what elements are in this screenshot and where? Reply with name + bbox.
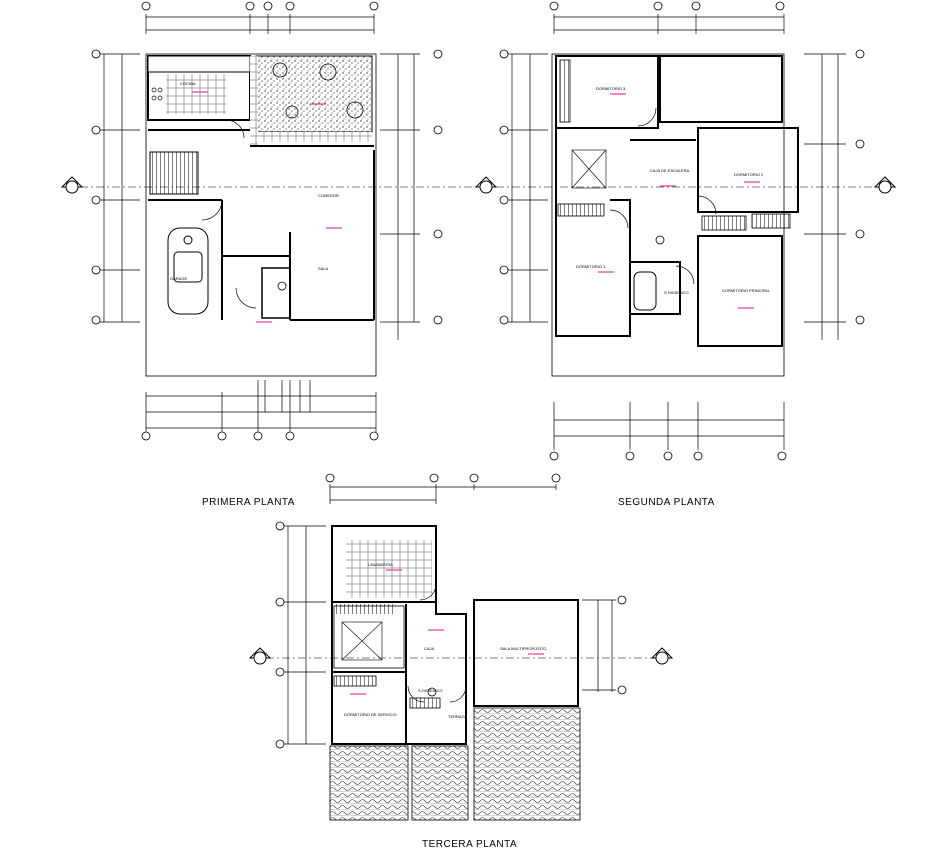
second-floor-walls <box>555 55 799 347</box>
terrace-closet <box>409 697 441 709</box>
section-markers-third <box>248 647 674 665</box>
first-floor-grid-markers-right <box>433 49 443 325</box>
third-floor-walls <box>331 525 579 745</box>
roof-tile-area-left <box>329 745 409 821</box>
stove-icon <box>151 87 163 101</box>
toilet-icon-3 <box>427 687 437 697</box>
kitchen-floor-tiles <box>166 74 226 114</box>
closet-bedroom-2 <box>751 213 791 229</box>
laundry-floor-tiles <box>346 540 432 598</box>
third-floor-grid-markers-left <box>275 521 285 749</box>
car-icon <box>167 227 209 315</box>
bathtub-icon <box>633 271 657 311</box>
second-floor-grid-markers-top <box>549 1 785 11</box>
second-floor-grid-markers-right <box>855 49 865 325</box>
label-bath-3: S.HIGIENICO <box>418 688 443 693</box>
label-bedroom-3: DORMITORIO 3 <box>596 86 626 91</box>
garden-tile-border <box>250 56 258 146</box>
label-bedroom-1: DORMITORIO 1 <box>576 264 606 269</box>
label-service-room: DORMITORIO DE SERVICIO <box>344 712 397 717</box>
level-marks-first <box>192 91 342 323</box>
first-floor-grid-markers-left <box>91 49 101 325</box>
label-bathroom-2: S.HIGIENICO <box>664 290 689 295</box>
first-floor-staircase <box>149 151 199 195</box>
third-floor-staircase <box>333 605 405 669</box>
roof-tile-area-right <box>473 707 581 821</box>
third-floor-right-dimensions <box>582 599 616 692</box>
third-floor-top-dimensions <box>329 484 557 504</box>
title-second-floor: SEGUNDA PLANTA <box>618 497 715 508</box>
first-floor-left-dimensions <box>100 53 140 323</box>
second-floor-right-dimensions <box>804 53 846 340</box>
second-floor-left-dimensions <box>508 53 548 323</box>
garden-area <box>255 55 373 133</box>
label-dining: COMEDOR <box>318 193 339 198</box>
title-third-floor: TERCERA PLANTA <box>422 839 518 850</box>
stair-crossing-3 <box>341 621 383 661</box>
third-floor-doors <box>407 583 467 703</box>
label-garage: GARAGE <box>170 276 187 281</box>
label-master-bedroom: DORMITORIO PRINCIPAL <box>722 288 771 293</box>
third-floor-plan: LAVANDERIA CAJA SALA MULTIPROPOSITO DORM… <box>248 473 674 821</box>
level-marks-third <box>350 569 544 695</box>
level-marks-second <box>598 93 760 309</box>
label-bedroom-2: DORMITORIO 2 <box>734 172 764 177</box>
second-floor-grid-markers-bottom <box>549 451 787 461</box>
section-markers <box>60 176 897 194</box>
label-hall: SALA <box>318 266 329 271</box>
roof-tile-area-mid <box>411 745 469 821</box>
toilet-icon <box>277 281 287 291</box>
label-laundry: LAVANDERIA <box>368 562 393 567</box>
garden-tile-bottom <box>258 132 372 142</box>
second-floor-top-dimensions <box>553 14 785 34</box>
first-floor-grid-markers-bottom <box>141 431 379 441</box>
second-floor-plan: DORMITORIO 3 CAJA DE ESCALERA DORMITORIO… <box>499 1 865 461</box>
second-floor-stair-top <box>559 59 571 123</box>
closet-master <box>701 215 747 231</box>
third-floor-stair-steps <box>334 604 396 614</box>
kitchen-counter <box>147 55 251 73</box>
stair-crossing <box>571 149 607 189</box>
first-floor-bathroom <box>261 267 291 319</box>
first-floor-site-outline <box>145 53 377 377</box>
third-floor-grid-markers-top <box>325 473 561 483</box>
garden-plant-icons <box>272 62 364 119</box>
label-stair-3: CAJA <box>424 646 435 651</box>
second-floor-bottom-dimensions <box>553 402 785 450</box>
label-kitchen: COCINA <box>180 81 196 86</box>
first-floor-bottom-dimensions <box>145 380 377 432</box>
third-floor-grid-markers-right <box>617 595 627 695</box>
first-floor-plan: COCINA COMEDOR SALA GARAGE <box>91 1 443 441</box>
third-floor-left-dimensions <box>284 525 326 745</box>
second-floor-grid-markers-left <box>499 49 509 325</box>
toilet-icon-2 <box>655 235 665 245</box>
label-multipurpose: SALA MULTIPROPOSITO <box>500 646 547 651</box>
second-floor-doors <box>609 107 717 285</box>
service-closet <box>333 675 377 687</box>
label-terrace: TERRAZA <box>448 714 467 719</box>
first-floor-top-dimensions <box>145 14 375 34</box>
first-floor-grid-markers-top <box>141 1 379 11</box>
first-floor-doors <box>201 119 257 309</box>
second-floor-staircase <box>557 203 605 217</box>
first-floor-walls <box>148 129 375 321</box>
label-stair-box: CAJA DE ESCALERA <box>650 168 689 173</box>
title-first-floor: PRIMERA PLANTA <box>202 497 295 508</box>
first-floor-right-dimensions <box>380 53 420 340</box>
